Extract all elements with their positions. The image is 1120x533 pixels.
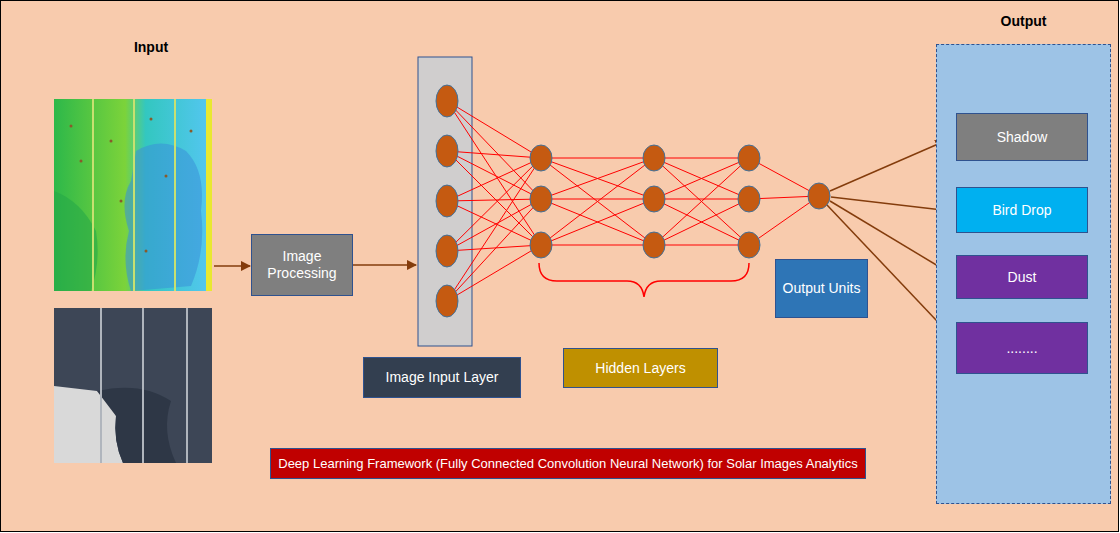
class-box: Dust xyxy=(956,255,1088,299)
network-connection xyxy=(654,158,749,245)
network-connection xyxy=(654,245,749,246)
network-connection xyxy=(447,151,541,199)
output-units-box: Output Units xyxy=(775,259,868,318)
network-connection xyxy=(541,158,654,245)
process-box: Image Processing xyxy=(251,234,353,296)
network-connection xyxy=(541,199,654,245)
neuron xyxy=(436,135,458,167)
panel-photo xyxy=(54,308,212,463)
network-connection xyxy=(447,199,541,301)
output-arrow xyxy=(830,141,945,191)
neuron xyxy=(530,232,552,258)
network-connection xyxy=(447,199,541,201)
neuron xyxy=(643,186,665,212)
node-text: Dust xyxy=(1008,269,1037,286)
output-panel: OutputShadowBird DropDust........ xyxy=(936,9,1111,504)
network-connection xyxy=(541,158,654,199)
network-connection xyxy=(447,245,541,301)
flow-arrow xyxy=(352,264,416,266)
network-connection xyxy=(541,158,654,245)
neuron xyxy=(436,185,458,217)
network-connection xyxy=(654,158,749,159)
neuron xyxy=(643,145,665,171)
neuron xyxy=(436,235,458,267)
network-connection xyxy=(654,199,749,245)
neuron xyxy=(738,145,760,171)
neuron xyxy=(808,183,830,209)
network-connection xyxy=(447,101,541,199)
panel-heading: Output xyxy=(936,13,1111,30)
network-connection xyxy=(447,151,541,158)
hidden-layer-bracket xyxy=(539,263,749,297)
network-connection xyxy=(654,158,749,199)
node-text: Image Processing xyxy=(258,248,346,282)
caption-banner: Deep Learning Framework (Fully Connected… xyxy=(270,448,866,479)
neuron xyxy=(436,85,458,117)
neuron xyxy=(530,186,552,212)
node-text: Image Input Layer xyxy=(386,369,499,386)
class-box: Bird Drop xyxy=(956,187,1088,233)
flow-arrow xyxy=(214,265,250,267)
node-text: Deep Learning Framework (Fully Connected… xyxy=(278,456,857,472)
network-connection xyxy=(541,199,654,200)
neuron xyxy=(436,285,458,317)
neural-network xyxy=(436,85,830,317)
layer-label: Hidden Layers xyxy=(563,348,718,388)
network-connection xyxy=(654,158,749,245)
node-text: Hidden Layers xyxy=(595,360,685,377)
network-connection xyxy=(541,158,654,159)
node-text: Shadow xyxy=(997,129,1048,146)
neuron xyxy=(530,145,552,171)
node-text: Output Units xyxy=(783,280,861,297)
network-connection xyxy=(447,201,541,245)
network-connection xyxy=(447,151,541,245)
heatmap-image xyxy=(54,99,212,291)
node-text: Bird Drop xyxy=(992,202,1051,219)
network-connection xyxy=(447,101,541,245)
network-connection xyxy=(447,158,541,301)
output-arrow xyxy=(831,197,951,211)
network-connection xyxy=(447,199,541,251)
layer-label: Image Input Layer xyxy=(363,357,521,398)
network-connection xyxy=(749,158,819,196)
network-connection xyxy=(447,158,541,251)
section-label: Input xyxy=(101,39,201,55)
network-connection xyxy=(541,158,654,199)
neuron xyxy=(738,186,760,212)
network-connection xyxy=(654,199,749,200)
network-connection xyxy=(541,245,654,246)
class-box: Shadow xyxy=(956,113,1088,161)
class-box: ........ xyxy=(956,322,1088,374)
input-layer-panel xyxy=(418,57,472,346)
neuron xyxy=(738,232,760,258)
network-connection xyxy=(654,199,749,245)
node-text: ........ xyxy=(1006,340,1037,357)
neuron xyxy=(643,232,665,258)
network-connection xyxy=(541,199,654,245)
network-connection xyxy=(654,158,749,199)
